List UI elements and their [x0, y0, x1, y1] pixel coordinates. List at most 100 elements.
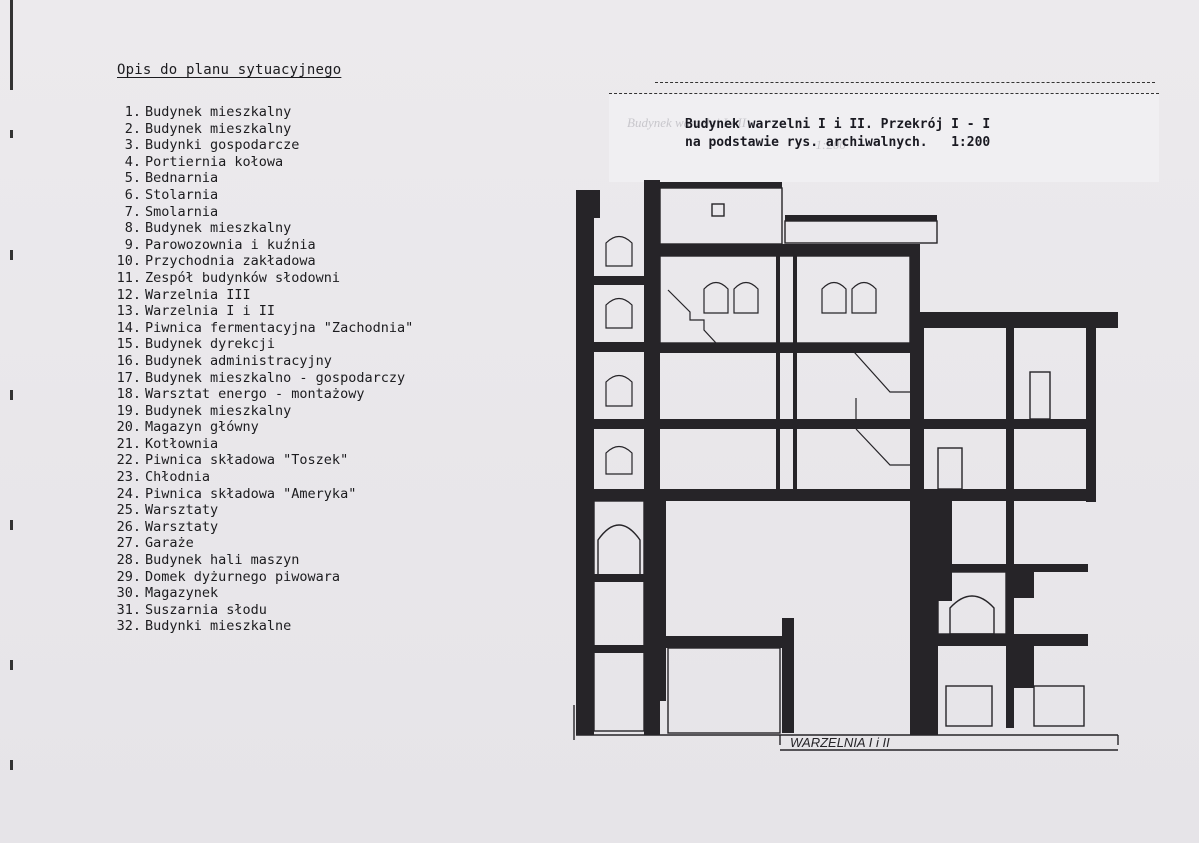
- legend-item-label: Budynek mieszkalno - gospodarczy: [145, 369, 406, 386]
- legend-item-label: Budynek mieszkalny: [145, 104, 292, 120]
- legend-title: Opis do planu sytuacyjnego: [117, 62, 342, 78]
- legend-item: 22.Piwnica składowa "Toszek": [95, 452, 413, 469]
- legend-item-label: Zespół budynków słodowni: [145, 269, 341, 286]
- legend-item-label: Piwnica składowa "Ameryka": [145, 485, 357, 502]
- legend-item-label: Budynek mieszkalny: [145, 220, 292, 237]
- legend-item-label: Budynki gospodarcze: [145, 137, 300, 154]
- legend-item-label: Suszarnia słodu: [145, 601, 267, 618]
- section-outlines: [573, 187, 1119, 751]
- legend-item-number: 2.: [124, 120, 141, 137]
- legend-item-number: 13.: [116, 303, 141, 320]
- legend-item: 15.Budynek dyrekcji: [95, 336, 413, 353]
- legend-item-number: 4.: [124, 153, 141, 170]
- legend-item-label: Warsztaty: [145, 502, 219, 519]
- legend-item-number: 9.: [124, 236, 141, 253]
- legend-item-label: Magazynek: [145, 585, 219, 602]
- legend-item: 27.Garaże: [95, 535, 413, 552]
- caption-show-through: Budynek warzelni I i II 1:200: [627, 115, 846, 152]
- legend-item: 21.Kotłownia: [95, 436, 413, 453]
- legend-item: 19.Budynek mieszkalny: [95, 403, 413, 420]
- legend-item: 4.Portiernia kołowa: [95, 154, 413, 171]
- legend-item: 14.Piwnica fermentacyjna "Zachodnia": [95, 319, 414, 337]
- margin-tick: [10, 250, 13, 260]
- legend-item: 7.Smolarnia: [95, 204, 413, 221]
- legend-item-label: Budynek hali maszyn: [145, 552, 300, 569]
- margin-tick: [10, 390, 13, 400]
- legend-item: 24.Piwnica składowa "Ameryka": [95, 486, 413, 503]
- legend-item-number: 17.: [116, 369, 141, 386]
- legend-item-label: Budynek mieszkalny: [145, 402, 292, 419]
- legend-item: 29.Domek dyżurnego piwowara: [95, 569, 413, 586]
- margin-tick: [10, 0, 13, 90]
- caption-line-1: Budynek warzelni I i II. Przekrój I - I: [685, 117, 991, 132]
- legend-item-number: 21.: [116, 435, 141, 452]
- legend-item: 17.Budynek mieszkalno - gospodarczy: [95, 370, 413, 387]
- legend-item: 9.Parowozownia i kuźnia: [95, 237, 413, 254]
- legend-item: 2.Budynek mieszkalny: [95, 121, 413, 138]
- legend-item: 12.Warzelnia III: [95, 287, 413, 304]
- legend-item-label: Magazyn główny: [145, 419, 259, 436]
- legend-item-label: Smolarnia: [145, 203, 219, 220]
- legend-item-label: Parowozownia i kuźnia: [145, 236, 316, 253]
- legend-item-number: 27.: [116, 535, 141, 552]
- legend-item-label: Piwnica składowa "Toszek": [145, 452, 349, 469]
- legend-item-number: 20.: [116, 419, 141, 436]
- legend-item-number: 31.: [116, 601, 141, 618]
- legend-item: 8.Budynek mieszkalny: [95, 220, 413, 237]
- legend-item-label: Warzelnia I i II: [145, 303, 276, 320]
- drawing-label: WARZELNIA I i II: [790, 735, 890, 750]
- legend-item-number: 6.: [124, 186, 141, 203]
- legend-item-label: Bednarnia: [145, 170, 219, 187]
- legend-item-number: 16.: [116, 352, 141, 369]
- legend-item-number: 29.: [116, 568, 141, 585]
- legend-item-number: 1.: [124, 104, 141, 120]
- margin-tick: [10, 520, 13, 530]
- legend-item-label: Budynek administracyjny: [145, 352, 332, 369]
- legend-item: 6.Stolarnia: [95, 187, 413, 204]
- legend-item-number: 12.: [116, 286, 141, 303]
- caption-line-2: na podstawie rys. archiwalnych. 1:200: [685, 135, 991, 150]
- legend-item-label: Chłodnia: [145, 469, 211, 486]
- legend-item: 31.Suszarnia słodu: [95, 602, 413, 619]
- legend-item-number: 23.: [116, 469, 141, 486]
- legend-item-label: Warzelnia III: [145, 286, 251, 303]
- legend-item-number: 10.: [116, 253, 141, 270]
- legend-item-label: Przychodnia zakładowa: [145, 253, 316, 270]
- legend-item-number: 28.: [116, 552, 141, 569]
- legend-item-number: 19.: [116, 402, 141, 419]
- legend-item-number: 5.: [124, 170, 141, 187]
- section-walls: [576, 180, 1118, 735]
- caption-dashed-line: [655, 82, 1155, 83]
- legend-item: 28.Budynek hali maszyn: [95, 552, 413, 569]
- legend-item-number: 22.: [116, 452, 141, 469]
- legend-item: 3.Budynki gospodarcze: [95, 137, 413, 154]
- legend-item-number: 8.: [124, 220, 141, 237]
- legend-item-label: Budynki mieszkalne: [145, 618, 292, 635]
- legend-item-label: Portiernia kołowa: [145, 153, 284, 170]
- legend-item-label: Domek dyżurnego piwowara: [145, 568, 341, 585]
- legend-item: 10.Przychodnia zakładowa: [95, 253, 413, 270]
- legend-item: 25.Warsztaty: [95, 502, 413, 519]
- legend-item-label: Stolarnia: [145, 186, 219, 203]
- legend-item-label: Warsztat energo - montażowy: [145, 386, 365, 403]
- caption-text: Budynek warzelni I i II. Przekrój I - I …: [685, 116, 990, 152]
- legend-item-label: Piwnica fermentacyjna "Zachodnia": [145, 319, 414, 336]
- legend-item: 13.Warzelnia I i II: [95, 303, 413, 320]
- legend-item: 16.Budynek administracyjny: [95, 353, 413, 370]
- legend-item: 32.Budynki mieszkalne: [95, 618, 413, 635]
- margin-tick: [10, 760, 13, 770]
- legend-item-label: Budynek dyrekcji: [145, 336, 276, 353]
- legend-item-number: 14.: [116, 319, 141, 336]
- drawing-caption: Budynek warzelni I i II 1:200 Budynek wa…: [609, 93, 1159, 182]
- legend-item-number: 30.: [116, 585, 141, 602]
- legend-item-number: 3.: [124, 137, 141, 154]
- legend-item-label: Warsztaty: [145, 518, 219, 535]
- legend-item-number: 15.: [116, 336, 141, 353]
- legend-item-number: 32.: [116, 618, 141, 635]
- legend-item: 23.Chłodnia: [95, 469, 413, 486]
- legend-item-number: 25.: [116, 502, 141, 519]
- legend-item: 20.Magazyn główny: [95, 419, 413, 436]
- legend-item-label: Budynek mieszkalny: [145, 120, 292, 137]
